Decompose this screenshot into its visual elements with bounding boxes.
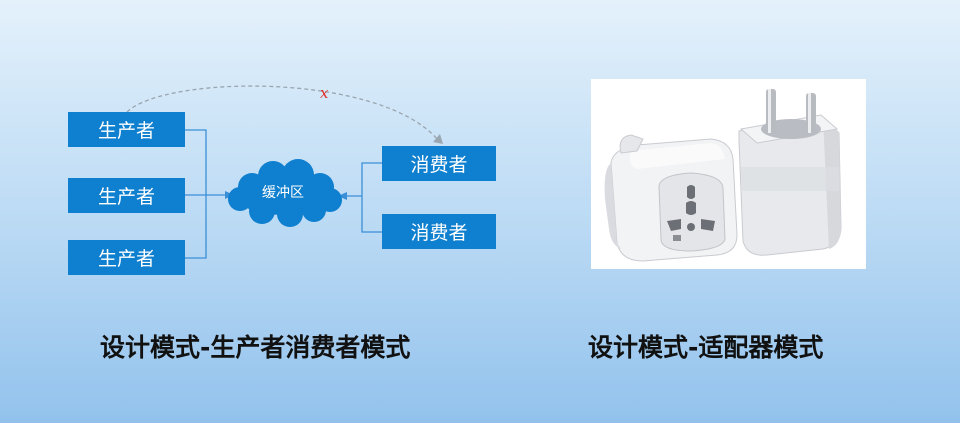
buffer-label: 缓冲区 (262, 185, 304, 201)
dashed-direct-link (126, 85, 439, 141)
consumer-box-1: 消费者 (382, 146, 496, 181)
consumer-connectors (344, 162, 382, 233)
cross-mark: x (320, 84, 329, 102)
producer-label: 生产者 (97, 248, 155, 270)
consumer-arrowhead (338, 192, 347, 200)
left-caption: 设计模式-生产者消费者模式 (100, 333, 411, 362)
buffer-cloud (228, 159, 342, 227)
right-caption: 设计模式-适配器模式 (588, 333, 824, 362)
consumer-label: 消费者 (410, 154, 468, 176)
producer-box-3: 生产者 (68, 240, 185, 275)
producer-box-2: 生产者 (68, 178, 185, 213)
producer-connectors (185, 129, 228, 259)
plug-adapter-image (591, 79, 866, 269)
producer-box-1: 生产者 (68, 112, 185, 147)
consumer-box-2: 消费者 (382, 214, 496, 249)
producer-label: 生产者 (97, 120, 155, 142)
dashed-link-arrowhead (433, 134, 443, 144)
producer-label: 生产者 (97, 186, 155, 208)
consumer-label: 消费者 (410, 222, 468, 244)
plug-adapter-drawing (604, 89, 842, 262)
